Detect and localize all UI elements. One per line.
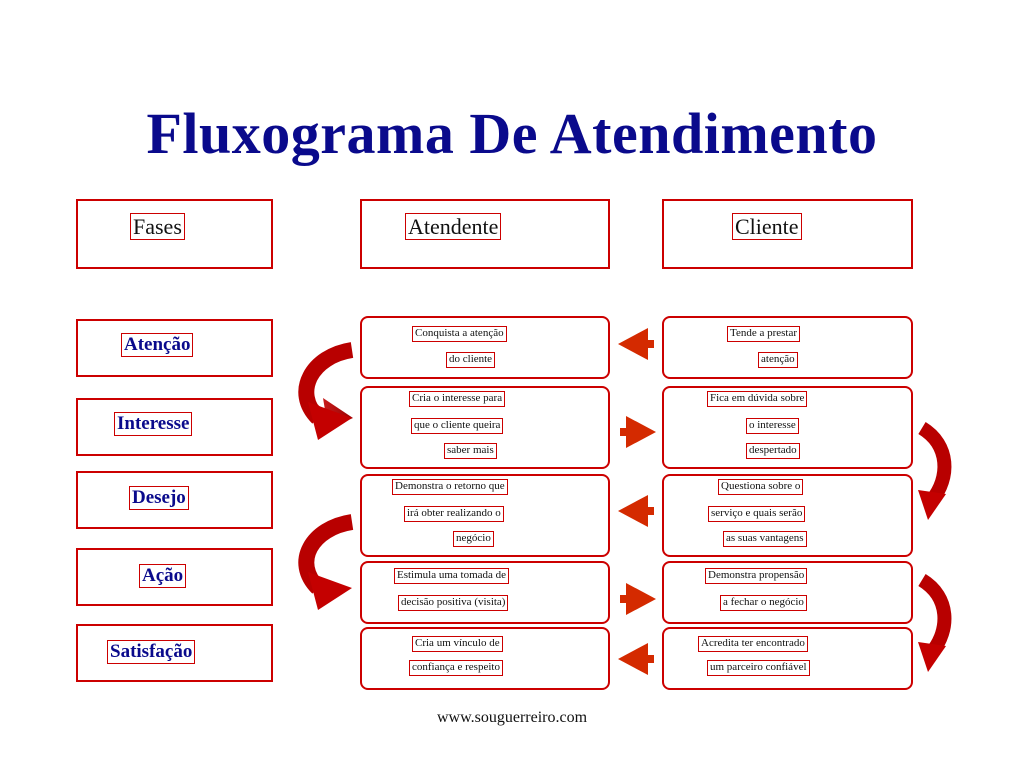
phase-label-desejo: Desejo: [129, 486, 189, 510]
phase-label-satisfacao: Satisfação: [107, 640, 196, 664]
cliente-text-row2-line1: Fica em dúvida sobre: [707, 391, 808, 407]
header-fases-label: Fases: [130, 213, 185, 241]
cliente-text-row5-line2: um parceiro confiável: [707, 660, 810, 676]
atendente-text-row3-line1: Demonstra o retorno que: [392, 479, 508, 495]
atendente-text-row3-line2: irá obter realizando o: [404, 506, 504, 522]
cliente-text-row3-line2: serviço e quais serão: [708, 506, 806, 522]
cliente-text-row2-line2: o interesse: [746, 418, 799, 434]
header-atendente-label: Atendente: [405, 213, 502, 241]
phase-label-acao: Ação: [139, 564, 187, 588]
cliente-text-row5-line1: Acredita ter encontrado: [698, 636, 808, 652]
atendente-text-row2-line2: que o cliente queira: [411, 418, 504, 434]
arrow-right-icon: [620, 583, 656, 615]
curved-arrow-down-left-icon: [917, 574, 952, 672]
curved-arrow-down-left-icon: [917, 422, 952, 520]
cliente-text-row2-line3: despertado: [746, 443, 800, 459]
cliente-text-row4-line2: a fechar o negócio: [720, 595, 807, 611]
header-cliente-box: [662, 199, 913, 269]
arrow-left-icon: [618, 328, 654, 360]
atendente-text-row2-line1: Cria o interesse para: [409, 391, 506, 407]
arrow-right-icon: [620, 416, 656, 448]
atendente-text-row5-line2: confiança e respeito: [409, 660, 503, 676]
footer-url: www.souguerreiro.com: [436, 709, 588, 726]
phase-label-atencao: Atenção: [121, 333, 194, 357]
curved-arrow-down-right-icon: [298, 514, 354, 610]
atendente-text-row3-line3: negócio: [453, 531, 494, 547]
atendente-text-row5-line1: Cria um vínculo de: [412, 636, 503, 652]
atendente-text-row2-line3: saber mais: [444, 443, 497, 459]
curved-arrow-down-right-icon: [298, 342, 354, 440]
cliente-text-row3-line3: as suas vantagens: [723, 531, 807, 547]
arrow-left-icon: [618, 643, 654, 675]
cliente-text-row1-line1: Tende a prestar: [727, 326, 801, 342]
page-title: Fluxograma De Atendimento: [146, 101, 878, 166]
cliente-text-row4-line1: Demonstra propensão: [705, 568, 808, 584]
cliente-text-row1-line2: atenção: [758, 352, 798, 368]
atendente-text-row1-line2: do cliente: [446, 352, 496, 368]
phase-label-interesse: Interesse: [114, 412, 193, 436]
header-cliente-label: Cliente: [732, 213, 802, 241]
atendente-text-row4-line2: decisão positiva (visita): [398, 595, 509, 611]
arrow-left-icon: [618, 495, 654, 527]
atendente-text-row1-line1: Conquista a atenção: [412, 326, 507, 342]
atendente-text-row4-line1: Estimula uma tomada de: [394, 568, 510, 584]
cliente-text-row3-line1: Questiona sobre o: [718, 479, 804, 495]
